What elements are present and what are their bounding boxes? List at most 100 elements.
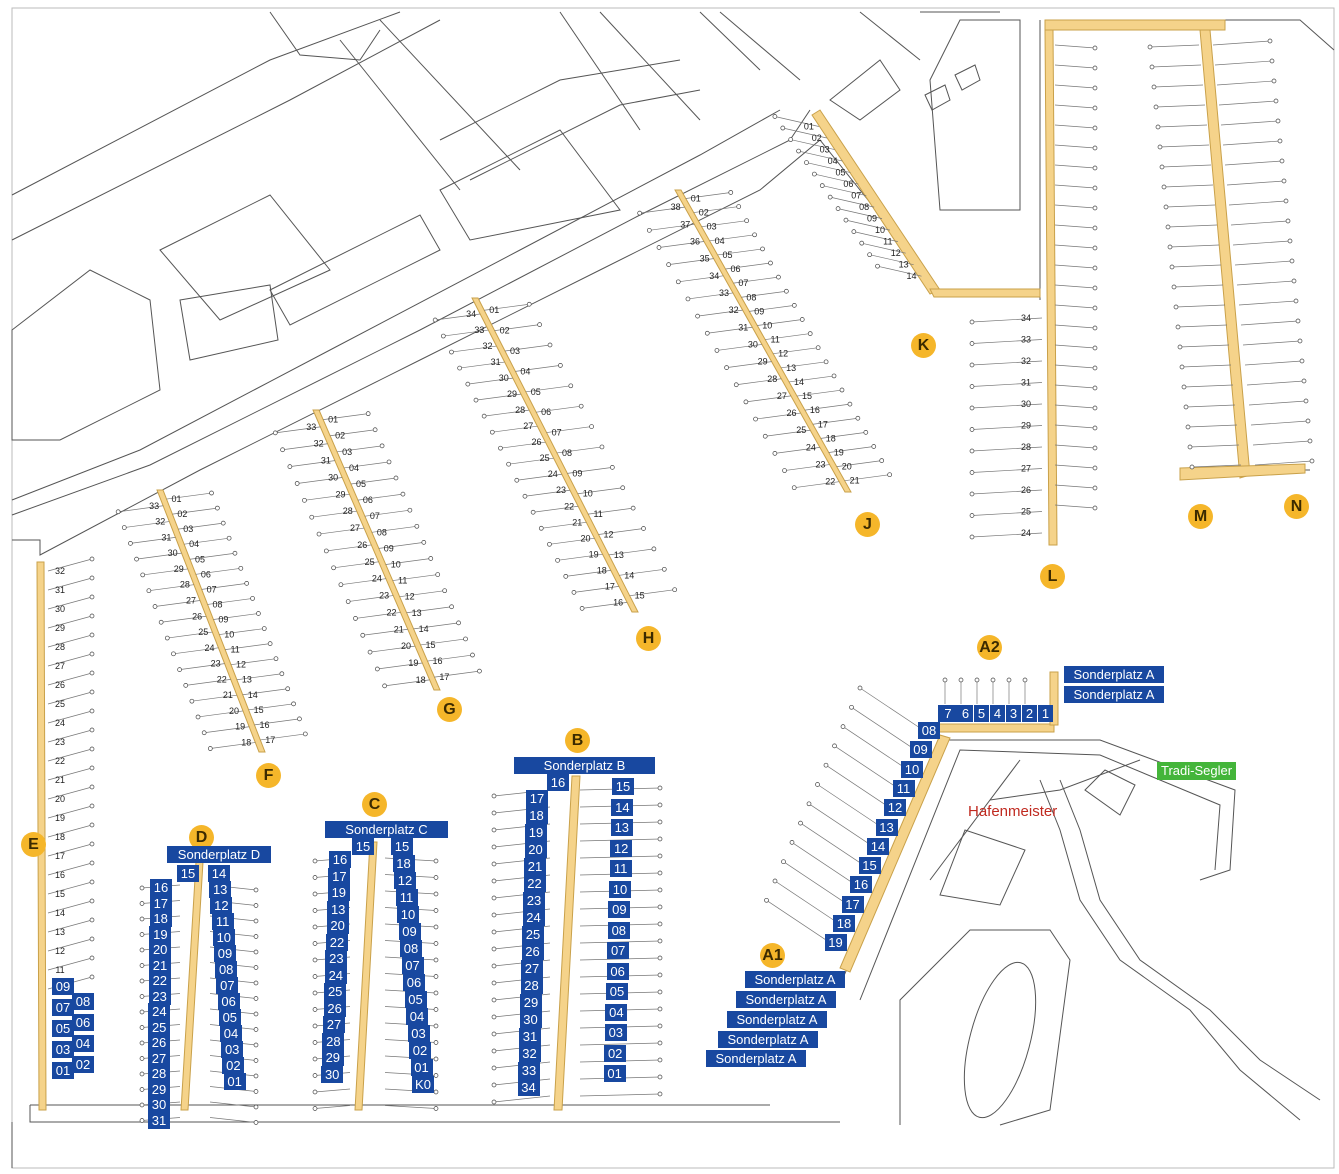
mooring-post xyxy=(555,557,560,563)
mooring-post xyxy=(1092,345,1098,351)
finger-pier xyxy=(800,822,861,864)
finger-pier xyxy=(861,242,906,254)
finger-pier xyxy=(47,729,93,743)
berth-number: 22 xyxy=(55,756,65,766)
finger-pier xyxy=(207,598,253,605)
finger-pier xyxy=(716,344,762,351)
berth-number: 34 xyxy=(709,271,719,281)
mooring-post xyxy=(253,1089,259,1094)
mooring-post xyxy=(620,485,626,491)
berth-label: 27 xyxy=(521,960,543,977)
berth-number: 14 xyxy=(624,570,634,580)
finger-pier xyxy=(1054,324,1096,329)
mooring-post xyxy=(547,342,553,348)
berth-label: 06 xyxy=(217,993,240,1010)
berth-label: 07 xyxy=(401,957,424,974)
berth-label: 24 xyxy=(324,966,347,984)
mooring-post xyxy=(942,677,948,683)
mooring-post xyxy=(704,330,710,336)
mooring-post xyxy=(414,523,420,529)
berth-number: 18 xyxy=(416,675,426,685)
pier-badge-e: E xyxy=(21,832,46,857)
mooring-post xyxy=(610,465,615,470)
berth-label: 07 xyxy=(52,999,74,1016)
berth-label: 01 xyxy=(603,1065,626,1082)
berth-label: 22 xyxy=(523,875,546,892)
mooring-post xyxy=(189,698,195,704)
finger-pier xyxy=(766,900,827,941)
berth-number: 12 xyxy=(891,248,901,258)
berth-label: 2 xyxy=(1022,705,1037,722)
berth-number: 30 xyxy=(1021,399,1031,409)
mooring-post xyxy=(768,260,773,266)
mooring-post xyxy=(1173,304,1179,310)
mooring-post xyxy=(309,514,315,520)
finger-pier xyxy=(1054,284,1096,289)
berth-number: 06 xyxy=(541,407,551,417)
finger-pier xyxy=(1054,444,1096,449)
berth-number: 25 xyxy=(55,699,65,709)
finger-pier xyxy=(1054,464,1096,469)
berth-label: 15 xyxy=(391,838,413,855)
berth-number: 01 xyxy=(489,305,499,315)
finger-pier xyxy=(1155,104,1206,108)
mooring-post xyxy=(433,1040,439,1045)
mooring-post xyxy=(331,565,336,571)
finger-pier xyxy=(794,481,840,489)
mooring-post xyxy=(312,891,318,897)
finger-pier xyxy=(556,446,603,454)
mooring-post xyxy=(1303,398,1309,404)
finger-pier xyxy=(191,694,237,702)
finger-pier xyxy=(845,219,891,231)
mooring-post xyxy=(215,505,220,511)
mooring-post xyxy=(470,652,475,658)
mooring-post xyxy=(312,990,318,996)
berth-number: 03 xyxy=(510,346,520,356)
berth-number: 25 xyxy=(796,425,806,435)
mooring-post xyxy=(238,565,244,571)
finger-pier xyxy=(399,590,445,598)
mooring-post xyxy=(250,596,255,601)
berth-number: 20 xyxy=(580,533,590,543)
mooring-post xyxy=(498,445,503,451)
mooring-post xyxy=(253,1027,259,1032)
berth-number: 10 xyxy=(224,630,234,640)
berth-label: 22 xyxy=(148,972,171,989)
berth-number: 32 xyxy=(1021,356,1031,366)
berth-label: 20 xyxy=(149,941,172,958)
berth-number: 14 xyxy=(419,624,429,634)
finger-pier xyxy=(784,464,830,471)
mooring-post xyxy=(1092,125,1098,131)
mooring-post xyxy=(428,556,434,561)
finger-pier xyxy=(1248,400,1307,406)
finger-pier xyxy=(484,409,530,417)
finger-pier xyxy=(693,206,739,213)
berth-number: 17 xyxy=(605,581,615,591)
mooring-post xyxy=(253,918,259,924)
finger-pier xyxy=(844,474,890,482)
mooring-post xyxy=(491,929,497,935)
mooring-post xyxy=(879,458,885,463)
finger-pier xyxy=(1173,284,1224,288)
finger-pier xyxy=(971,532,1043,538)
finger-pier xyxy=(774,447,820,454)
berth-number: 13 xyxy=(614,550,624,560)
berth-label: 05 xyxy=(218,1009,241,1026)
finger-pier xyxy=(1185,404,1236,408)
berth-number: 32 xyxy=(729,305,739,315)
mooring-post xyxy=(139,1025,145,1030)
mooring-post xyxy=(312,1106,318,1111)
berth-number: 31 xyxy=(321,456,331,466)
finger-pier xyxy=(588,507,634,515)
finger-pier xyxy=(579,1042,661,1046)
mooring-post xyxy=(843,217,849,223)
mooring-post xyxy=(481,413,487,419)
mooring-post xyxy=(491,980,497,986)
mooring-post xyxy=(788,137,794,142)
finger-pier xyxy=(357,493,403,501)
finger-pier xyxy=(1054,184,1096,189)
special-spot-a-list-2: Sonderplatz A xyxy=(736,991,836,1008)
mooring-post xyxy=(491,895,497,901)
berth-label: 23 xyxy=(523,892,545,909)
finger-pier xyxy=(971,317,1043,323)
